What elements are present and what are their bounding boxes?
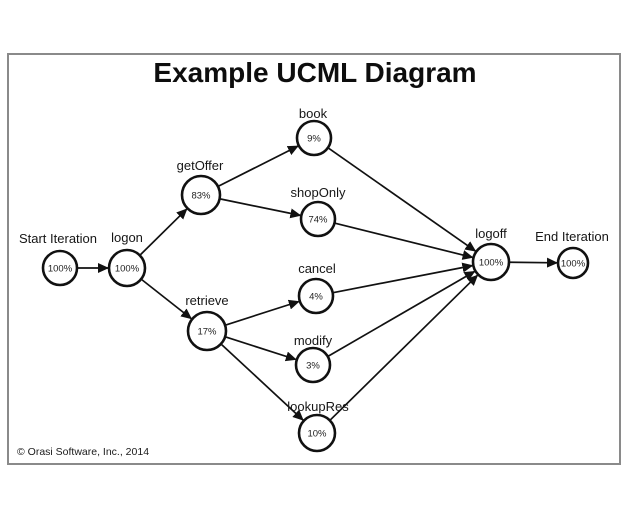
node-value-getOffer: 83% <box>191 191 211 202</box>
node-value-retrieve: 17% <box>197 327 217 338</box>
edge-getOffer-to-shopOnly <box>220 198 302 219</box>
node-label-retrieve: retrieve <box>185 293 228 308</box>
edge-logoff-to-end <box>509 257 559 268</box>
node-circle-logoff <box>471 242 511 282</box>
node-value-start: 100% <box>48 264 73 275</box>
node-value-end: 100% <box>561 259 586 270</box>
node-label-end: End Iteration <box>535 229 609 244</box>
node-label-book: book <box>299 106 328 121</box>
node-value-logon: 100% <box>115 264 140 275</box>
node-circle-start <box>41 249 79 287</box>
edge-book-to-logoff <box>328 147 477 252</box>
edge-logon-to-retrieve <box>141 279 193 320</box>
node-label-lookupRes: lookupRes <box>287 399 349 414</box>
node-circle-lookupRes <box>297 413 337 453</box>
edge-lookupRes-to-logoff <box>329 274 479 421</box>
node-value-lookupRes: 10% <box>307 429 327 440</box>
edge-cancel-to-logoff <box>333 262 474 294</box>
node-value-modify: 3% <box>306 361 320 372</box>
node-circle-cancel <box>297 277 335 315</box>
node-label-start: Start Iteration <box>19 231 97 246</box>
node-circle-getOffer <box>180 174 222 216</box>
node-circle-modify <box>294 346 332 384</box>
node-label-logoff: logoff <box>475 226 507 241</box>
node-label-modify: modify <box>294 333 333 348</box>
node-label-cancel: cancel <box>298 261 336 276</box>
copyright-text: © Orasi Software, Inc., 2014 <box>17 446 150 458</box>
edge-retrieve-to-modify <box>225 336 297 362</box>
node-value-shopOnly: 74% <box>308 215 328 226</box>
edge-retrieve-to-cancel <box>225 299 300 326</box>
node-value-logoff: 100% <box>479 258 504 269</box>
edge-retrieve-to-lookupRes <box>221 343 304 421</box>
node-circle-retrieve <box>186 310 228 352</box>
edge-modify-to-logoff <box>328 270 476 357</box>
diagram-title: Example UCML Diagram <box>153 57 477 88</box>
edge-shopOnly-to-logoff <box>335 222 474 260</box>
node-label-shopOnly: shopOnly <box>291 185 346 200</box>
node-circle-end <box>556 246 590 280</box>
edge-logon-to-getOffer <box>139 208 188 256</box>
node-label-getOffer: getOffer <box>177 158 224 173</box>
node-circle-logon <box>107 248 147 288</box>
node-label-logon: logon <box>111 230 143 245</box>
node-value-book: 9% <box>307 134 321 145</box>
node-value-cancel: 4% <box>309 292 323 303</box>
edge-getOffer-to-book <box>218 145 299 187</box>
node-circle-shopOnly <box>299 200 337 238</box>
nodes-layer: 100% Start Iteration 100% logon 83% getOffer 9… <box>19 106 609 453</box>
edges-layer <box>78 145 559 421</box>
node-circle-book <box>295 119 333 157</box>
